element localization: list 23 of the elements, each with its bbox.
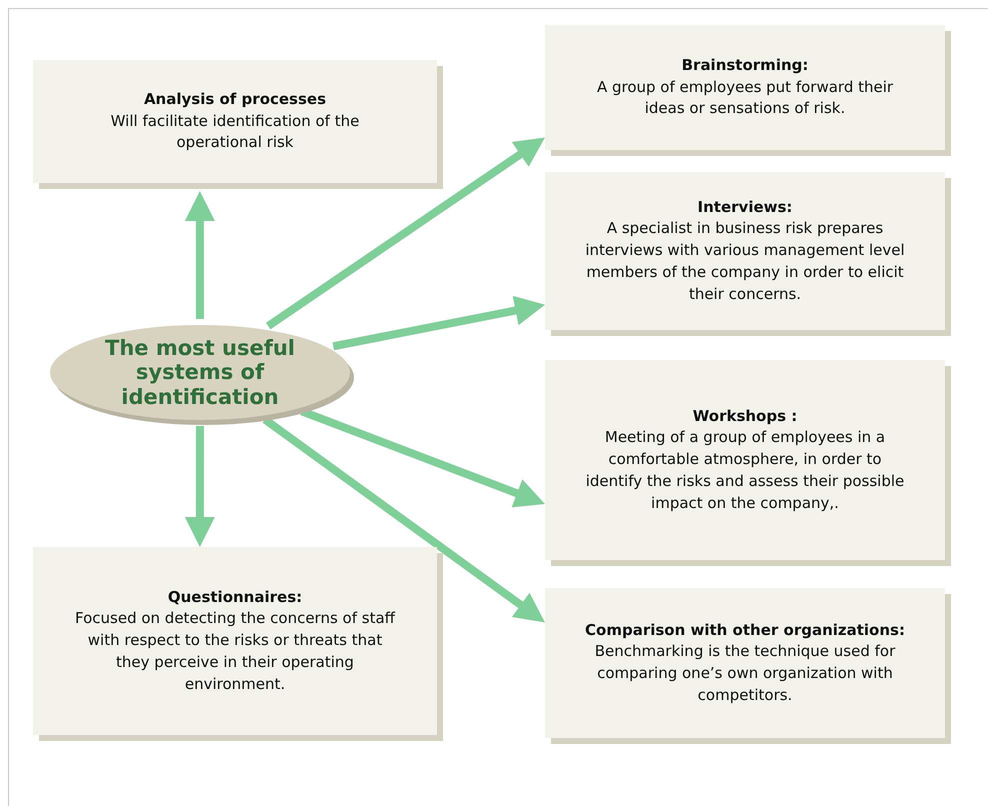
box-description: Meeting of a group of employees in a comfortable atmosphere, in order to identify the risks and assess their possible impact on the company,. [585,427,905,514]
box-description: A specialist in business risk prepares interviews with various management level members of the company in order to elicit their concerns. [585,218,905,305]
arrow [266,138,545,330]
text-box [33,547,437,735]
arrow [184,191,215,319]
box-heading: Analysis of processes [144,88,326,110]
arrow [184,426,215,547]
box-heading: Workshops : [692,406,798,427]
text-box [545,172,945,330]
box-heading: Questionnaires: [168,586,302,608]
text-box [545,360,945,560]
box-heading: Interviews: [698,196,792,218]
text-box [545,588,945,738]
box-description: Benchmarking is the technique used for comparing one’s own organization with competitors. [594,641,896,706]
box-description: Focused on detecting the concerns of staff with respect to the risks or threats that they perceive in their operating environment. [74,608,396,695]
box-description: Will facilitate identification of the operational risk [110,110,360,154]
text-box [33,60,437,183]
box-description: A group of employees put forward their ideas or sensations of risk. [596,76,894,120]
box-heading: Comparison with other organizations: [585,620,905,640]
text-box [545,25,945,150]
center-title: The most useful systems of identification [104,336,296,409]
box-heading: Brainstorming: [682,54,808,76]
arrow [332,296,545,350]
